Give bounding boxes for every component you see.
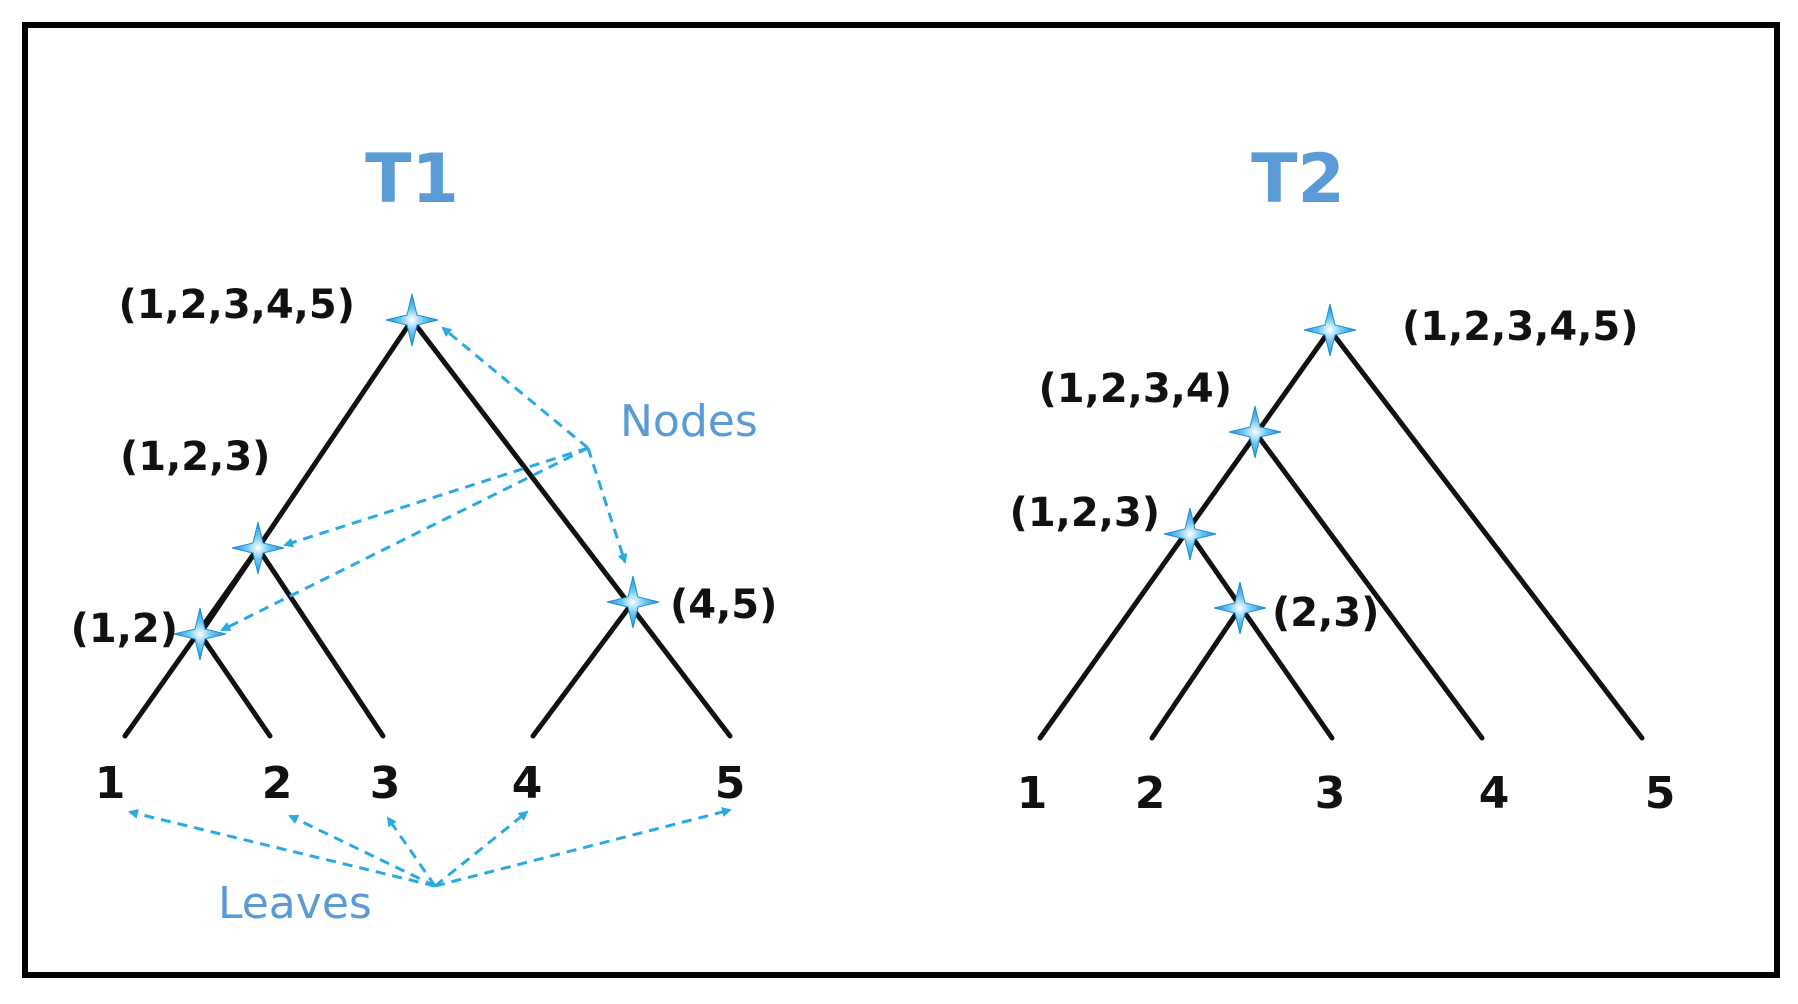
diagram-frame	[22, 22, 1780, 978]
t1-branch-n123-left	[122, 545, 261, 739]
four-point-star-icon	[606, 575, 660, 629]
t1-node-root	[385, 293, 439, 347]
leaves-pointer-arrows	[128, 807, 732, 888]
t2-leaf-5: 5	[1645, 768, 1676, 819]
t1-branch-n45-left	[530, 599, 636, 739]
dashed-arrow-icon	[586, 447, 628, 564]
t1-leaf-3: 3	[370, 758, 401, 809]
four-point-star-icon	[1228, 405, 1282, 459]
t2-node-label-n123: (1,2,3)	[1010, 490, 1160, 536]
t2-node-root	[1303, 303, 1357, 357]
t1-node-n123	[231, 521, 285, 575]
t1-node-label-n123: (1,2,3)	[120, 434, 270, 480]
t1-branch-root-right	[409, 317, 733, 739]
tree-t1: T1 (1,2,3,4,5) (1,2,3) (1,2) (4,5) 1	[71, 140, 778, 929]
t2-leaf-3: 3	[1315, 768, 1346, 819]
four-point-star-icon	[173, 607, 227, 661]
t2-node-n123	[1163, 507, 1217, 561]
dashed-arrow-icon	[220, 446, 589, 632]
dashed-arrow-icon	[128, 809, 436, 888]
four-point-star-icon	[231, 521, 285, 575]
t2-leaf-2: 2	[1135, 768, 1166, 819]
tree-t2-title: T2	[1251, 140, 1345, 219]
nodes-pointer-arrows	[220, 326, 628, 632]
t1-branch-n12-right	[197, 631, 273, 739]
t1-node-n45	[606, 575, 660, 629]
t2-node-label-root: (1,2,3,4,5)	[1402, 304, 1639, 350]
tree-t1-branches	[122, 317, 733, 739]
dashed-arrow-icon	[434, 810, 529, 888]
t1-leaf-4: 4	[512, 758, 543, 809]
t2-branch-n123-right	[1187, 531, 1335, 741]
dashed-arrow-icon	[441, 326, 589, 450]
t2-leaf-1: 1	[1017, 768, 1048, 819]
t2-branch-n1234-right	[1252, 429, 1485, 741]
t1-leaf-2: 2	[262, 758, 293, 809]
four-point-star-icon	[1163, 507, 1217, 561]
t2-node-n1234	[1228, 405, 1282, 459]
t1-node-label-n45: (4,5)	[670, 582, 777, 628]
t1-leaf-1: 1	[95, 758, 126, 809]
tree-t2: T2 (1,2,3,4,5) (1,2,3,4) (1,2,3) (2,3) 1	[1010, 140, 1676, 819]
dashed-arrow-icon	[386, 816, 437, 887]
t1-node-label-n12: (1,2)	[71, 606, 178, 652]
four-point-star-icon	[1213, 581, 1267, 635]
four-point-star-icon	[1303, 303, 1357, 357]
four-point-star-icon	[385, 293, 439, 347]
dashed-arrow-icon	[288, 814, 436, 888]
t2-node-label-n1234: (1,2,3,4)	[1039, 366, 1232, 412]
t1-leaf-5: 5	[715, 758, 746, 809]
t1-branch-n123-right	[255, 545, 386, 739]
t2-leaf-4: 4	[1479, 768, 1510, 819]
t1-node-n12	[173, 607, 227, 661]
t2-node-n23	[1213, 581, 1267, 635]
tree-t1-title: T1	[365, 140, 459, 219]
t2-branch-n23-left	[1149, 605, 1243, 741]
dashed-arrow-icon	[283, 446, 589, 548]
t2-branch-root-right	[1327, 327, 1645, 741]
t2-node-label-n23: (2,3)	[1272, 590, 1379, 636]
t1-node-label-root: (1,2,3,4,5)	[118, 282, 355, 328]
nodes-annotation: Nodes	[620, 396, 758, 447]
leaves-annotation: Leaves	[218, 878, 372, 929]
